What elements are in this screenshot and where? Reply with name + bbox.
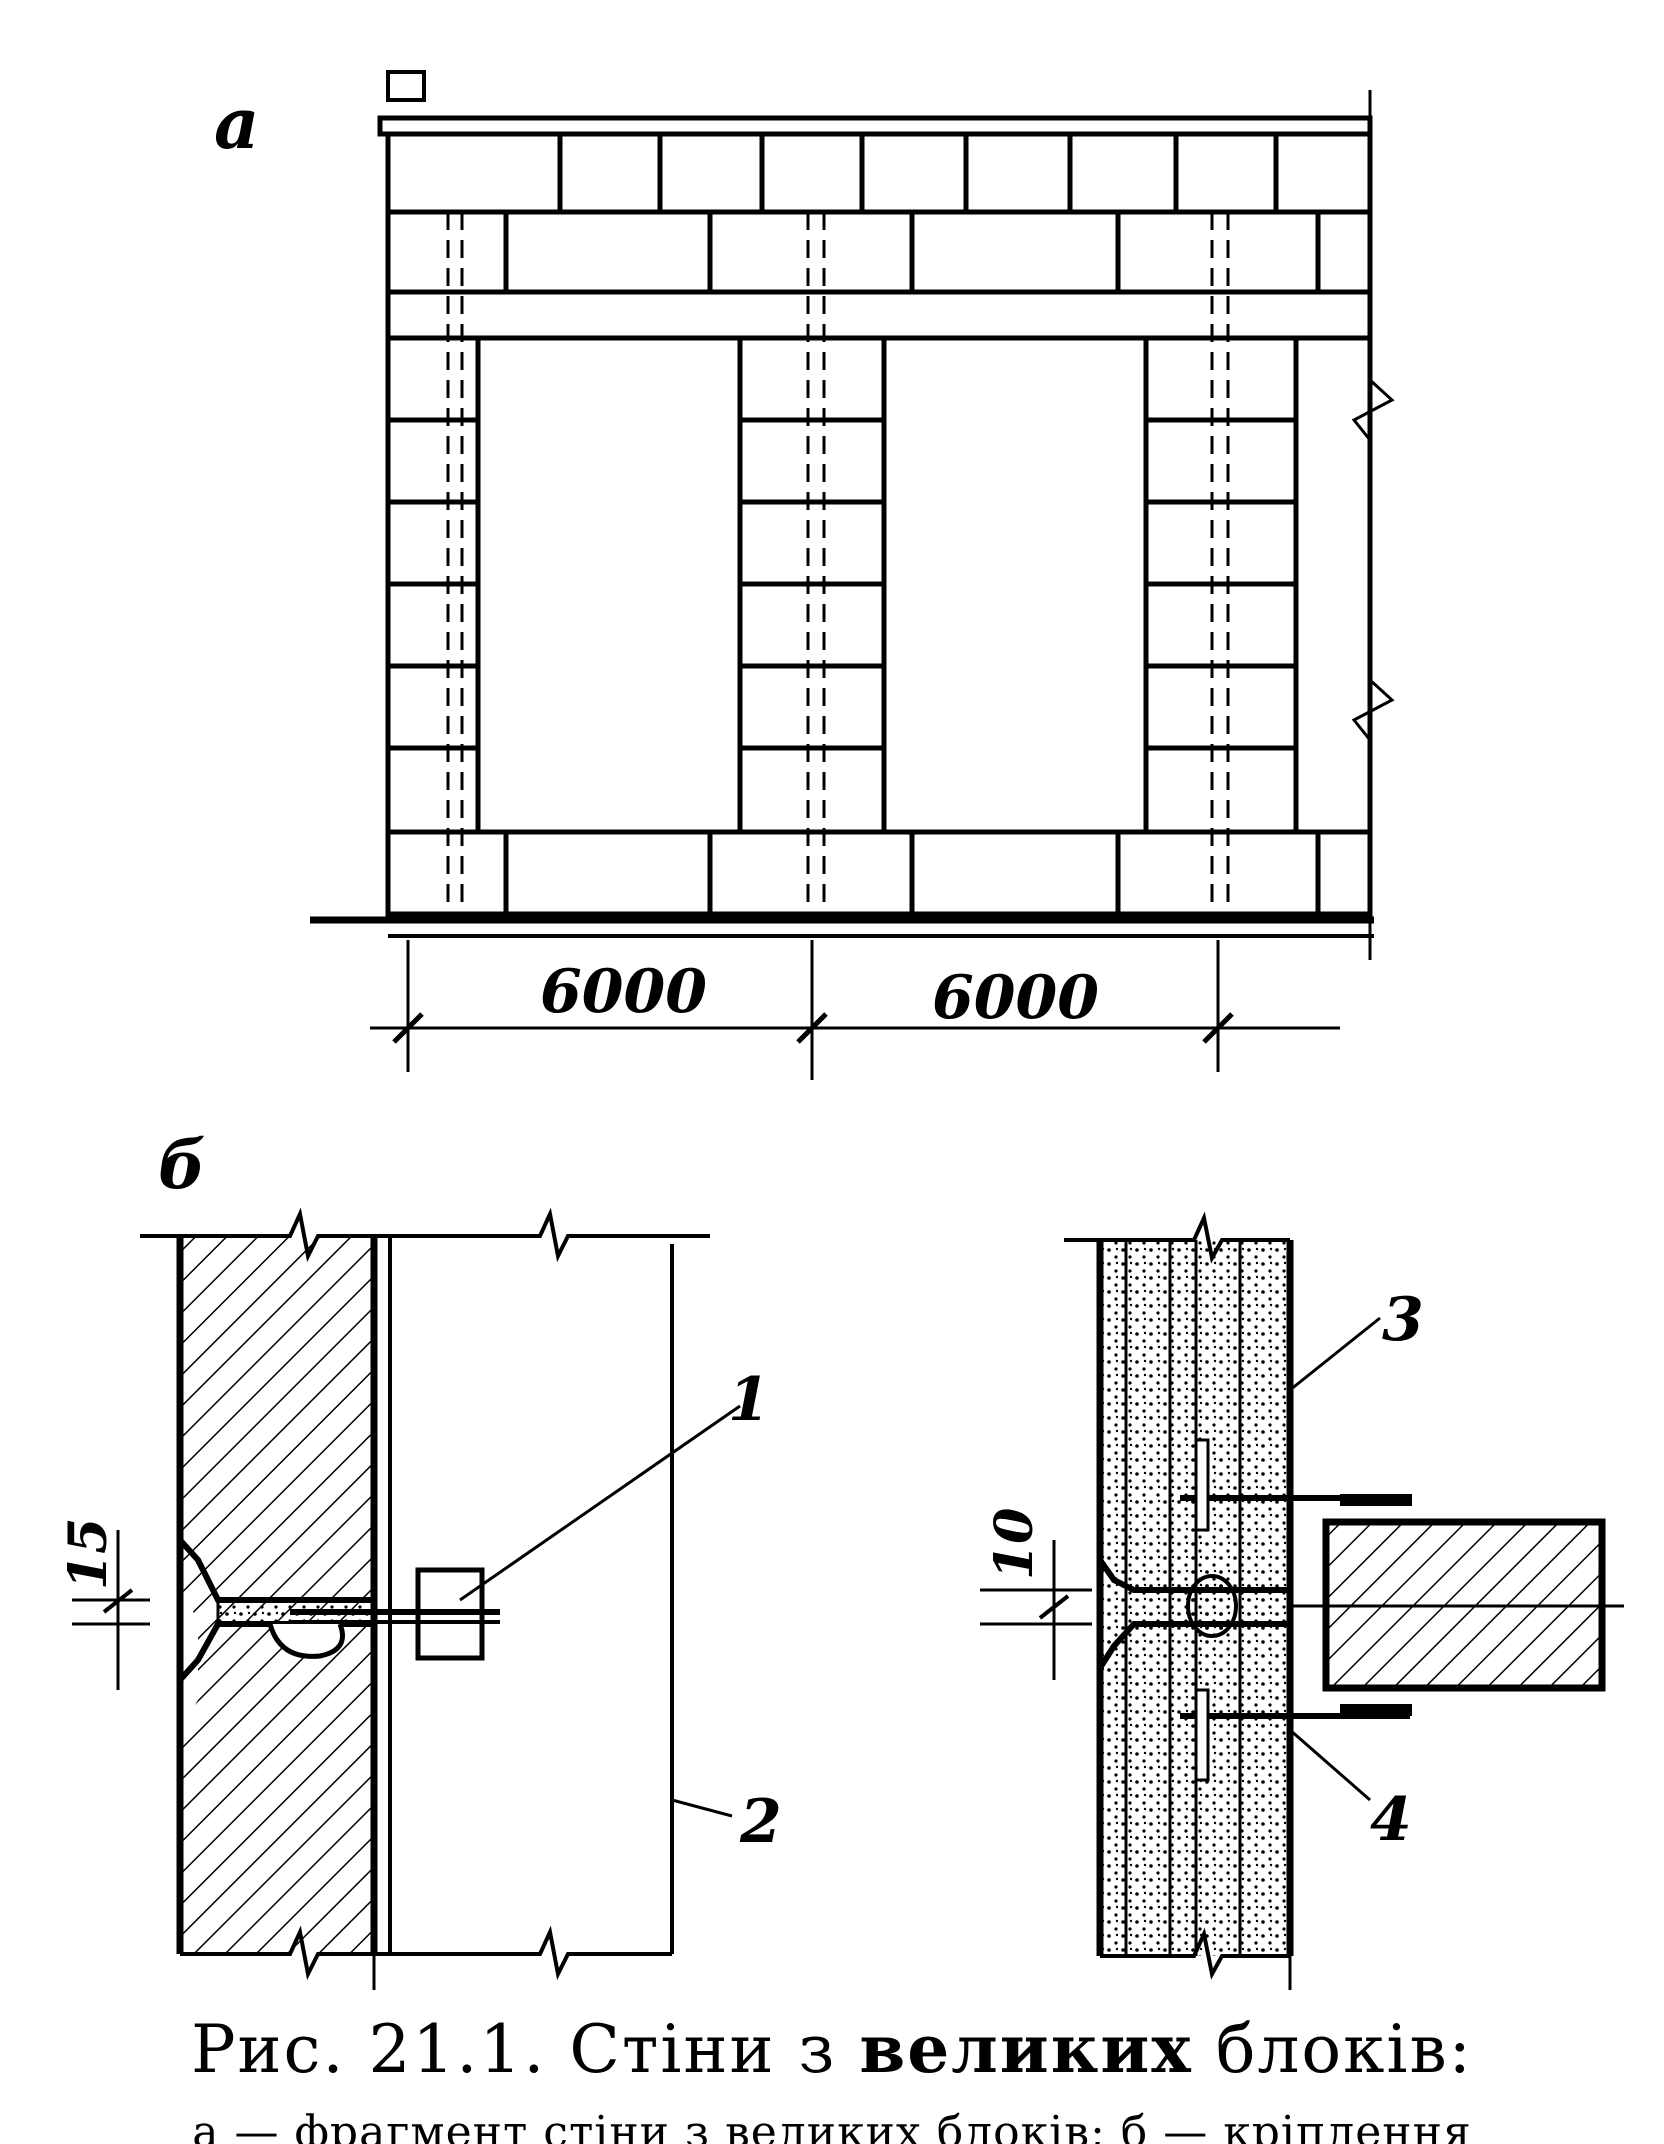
part-b-label: б (158, 1126, 206, 1204)
callout-3: 3 (1382, 1285, 1424, 1355)
joint-detail-right (980, 1211, 1624, 1990)
callout-2: 2 (739, 1787, 782, 1857)
wall-elevation (310, 70, 1395, 1080)
figure-subcaption: а — фрагмент стіни з великих блоків; б —… (192, 2107, 1472, 2144)
caption-prefix: Рис. 21.1. Стіни з (191, 2011, 860, 2088)
caption-suffix: блоків: (1192, 2011, 1473, 2088)
callout-4: 4 (1370, 1785, 1412, 1855)
caption-bold: великих (859, 2010, 1193, 2088)
part-a-label: a (214, 82, 259, 165)
dimension-left: 6000 (540, 957, 707, 1027)
joint-detail-left (72, 1207, 741, 1990)
joint-size-10: 10 (984, 1508, 1045, 1580)
callout-1: 1 (728, 1365, 770, 1435)
joint-size-15: 15 (58, 1518, 119, 1590)
figure-caption: Рис. 21.1. Стіни з великих блоків: (0, 2010, 1664, 2088)
dimension-right: 6000 (932, 963, 1099, 1033)
